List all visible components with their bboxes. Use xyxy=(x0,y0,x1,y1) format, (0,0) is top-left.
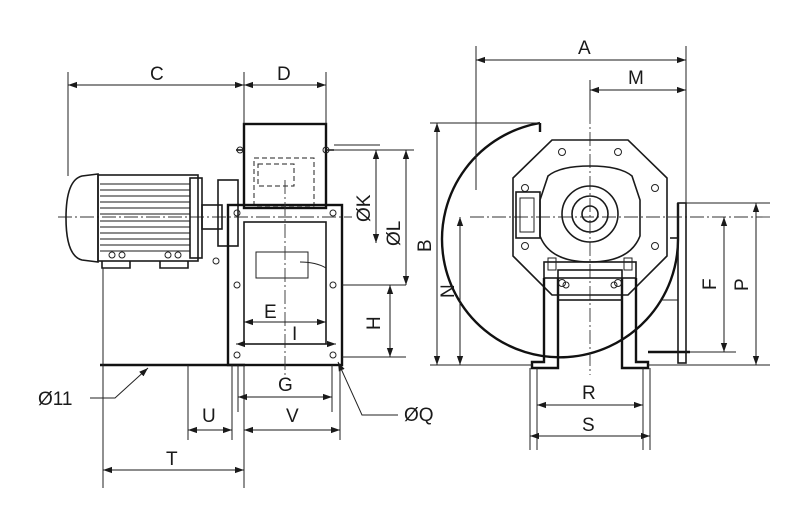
label-S: S xyxy=(582,415,595,436)
label-P: P xyxy=(732,278,753,291)
motor xyxy=(65,173,239,269)
label-M: M xyxy=(628,68,644,89)
motor-mount-plate xyxy=(512,139,668,296)
label-N: N xyxy=(438,284,459,298)
support-stand xyxy=(530,257,690,370)
label-I: I xyxy=(292,324,297,345)
fan-scroll-front xyxy=(440,121,680,359)
label-G: G xyxy=(278,375,293,396)
label-D: D xyxy=(277,64,291,85)
shaft-end xyxy=(581,205,599,223)
label-Q: ØQ xyxy=(404,405,434,426)
label-V: V xyxy=(286,406,299,427)
label-F: F xyxy=(700,278,721,290)
label-C: C xyxy=(150,64,164,85)
label-T: T xyxy=(166,449,178,470)
label-L: ØL xyxy=(384,221,405,246)
label-A: A xyxy=(578,38,591,59)
label-U: U xyxy=(202,406,216,427)
mount-plate-bolts xyxy=(521,148,659,287)
label-hole-diameter: Ø11 xyxy=(38,389,73,410)
leader-hole xyxy=(90,367,149,399)
outlet-flange-front xyxy=(660,202,687,364)
fan-casing-side xyxy=(236,122,334,210)
label-B: B xyxy=(415,239,436,252)
side-extension-lines xyxy=(67,72,414,488)
label-H: H xyxy=(364,316,385,330)
front-labels: A M R S B N F P xyxy=(415,38,753,436)
front-view: A M R S B N F P xyxy=(415,38,770,450)
side-dimension-lines xyxy=(68,81,410,474)
front-dimension-lines xyxy=(433,56,760,440)
side-view: C D E I G U V T Ø11 ØQ H ØK ØL xyxy=(38,64,434,488)
front-extension-lines xyxy=(430,46,770,450)
label-R: R xyxy=(582,383,596,404)
side-labels: C D E I G U V T Ø11 ØQ H ØK ØL xyxy=(38,64,434,470)
leader-Q xyxy=(337,361,398,416)
label-K: ØK xyxy=(354,194,375,222)
label-E: E xyxy=(264,302,277,323)
motor-cooling-fins xyxy=(100,183,190,252)
outlet-flange-side xyxy=(226,180,344,375)
bearing-housing xyxy=(561,185,619,243)
motor-feet xyxy=(101,251,189,269)
